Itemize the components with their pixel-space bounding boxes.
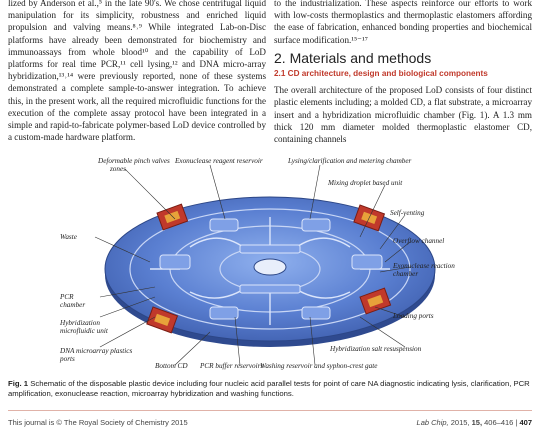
footer-divider [8,410,532,411]
label-exonuclease-reaction: Exonuclease reaction [393,262,455,270]
section-heading: 2. Materials and methods [274,49,432,66]
left-paragraph: lized by Anderson et al.,⁵ in the late 9… [8,0,266,143]
label-ports: ports [60,355,75,363]
label-washing-reservoir: Washing reservoir and syphon-crest gate [260,362,378,370]
lab-on-disc-schematic [94,164,436,366]
footer-volume: 15, [471,418,483,427]
caption-text: Schematic of the disposable plastic devi… [8,379,530,398]
disc-hub [253,258,287,276]
label-deformable-valves: Deformable pinch valves [98,157,170,165]
label-lysing: Lysing/clarification and metering chambe… [288,157,412,165]
right-column: to the industrialization. These aspects … [274,0,532,145]
label-mixing: Mixing droplet based unit [328,179,403,187]
label-pcr-chamber: chamber [60,301,86,309]
label-dna-ports: DNA microarray plastics [60,347,133,355]
label-zones: zones [110,165,126,173]
right-paragraph-top: to the industrialization. These aspects … [274,0,532,45]
label-loading-ports: Loading ports [393,312,434,320]
label-pcr-buffer: PCR buffer reservoirs [200,362,264,370]
label-hybridization: Hybridization [60,319,100,327]
label-exonuclease-reagent: Exonuclease reagent reservoir [175,157,263,165]
figure-1: Deformable pinch valves zones Exonucleas… [60,157,480,377]
subsection-heading: 2.1 CD architecture, design and biologic… [274,69,488,79]
label-pcr: PCR [60,293,74,301]
figure-caption: Fig. 1 Schematic of the disposable plast… [8,379,532,399]
footer-year: 2015, [450,418,470,427]
footer-citation: Lab Chip, 2015, 15, 406–416 | 407 [417,418,532,427]
left-column: lized by Anderson et al.,⁵ in the late 9… [8,0,266,143]
label-overflow: Overflow channel [393,237,445,245]
label-hybridization-resuspension: Hybridization salt resuspension [330,345,422,353]
chambers [159,218,383,320]
footer-page-number: 407 [519,418,532,427]
disc-ring-outer [129,208,411,330]
footer-separator: | [515,418,518,427]
microarray-inserts [146,203,392,334]
footer-journal: Lab Chip, [416,418,449,427]
right-paragraph-body: The overall architecture of the proposed… [274,85,532,145]
footer-pages: 406–416 [484,418,514,427]
label-bottom-cd: Bottom CD [155,362,188,370]
label-microfluidic-unit: microfluidic unit [60,327,108,335]
label-reaction-chamber: chamber [393,270,419,278]
label-self-venting: Self-venting [390,209,425,217]
label-waste: Waste [60,233,77,241]
leader-lines [94,164,411,366]
caption-lead: Fig. 1 [8,379,29,388]
footer-copyright: This journal is © The Royal Society of C… [8,418,188,427]
